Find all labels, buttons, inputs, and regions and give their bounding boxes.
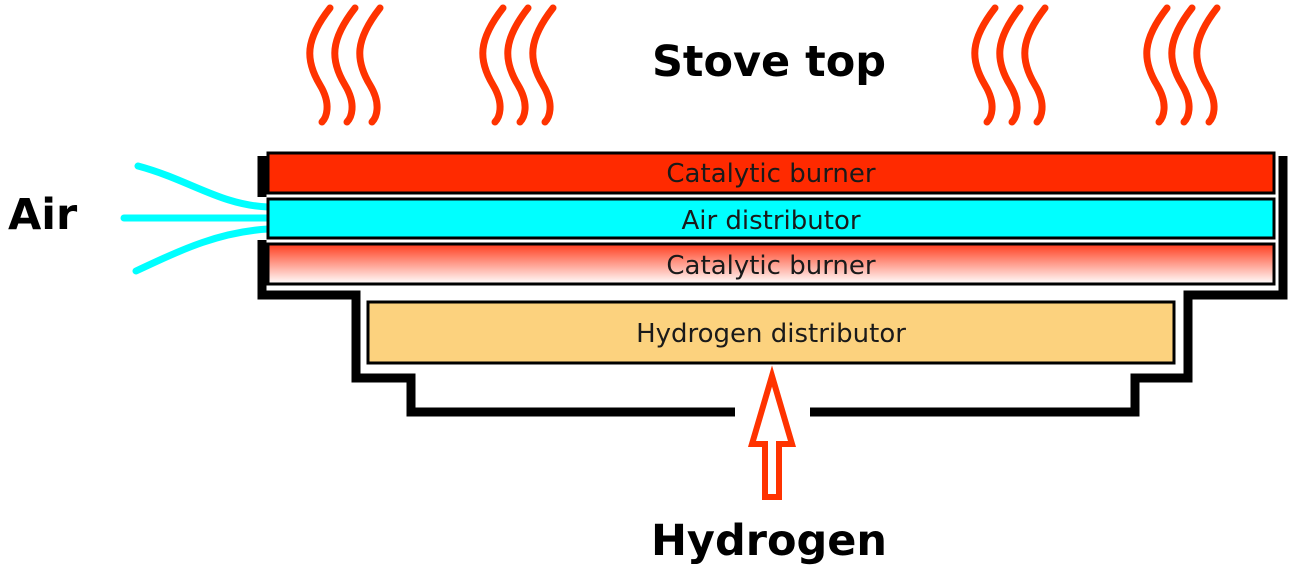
catalytic-burner-bottom-label: Catalytic burner [666,251,875,281]
catalytic-burner-top-label: Catalytic burner [666,159,875,189]
heat-wave-icon [971,4,1049,126]
catalytic-burner-top: Catalytic burner [266,151,1276,195]
heat-waves [306,4,1221,126]
hydrogen-distributor: Hydrogen distributor [366,300,1176,365]
heat-wave-icon [1143,4,1221,126]
heat-wave-icon [306,4,384,126]
hydrogen-label: Hydrogen [651,516,887,566]
hydrogen-distributor-label: Hydrogen distributor [636,319,906,349]
catalytic-burner-bottom: Catalytic burner [266,242,1276,286]
air-distributor: Air distributor [266,197,1276,240]
heat-wave-icon [479,4,557,126]
stove-top-label: Stove top [652,37,886,87]
air-label: Air [8,190,78,240]
up-arrow-icon [747,365,797,500]
stove-housing [257,156,1288,417]
air-distributor-label: Air distributor [681,206,860,236]
air-flow-icon [120,162,272,275]
